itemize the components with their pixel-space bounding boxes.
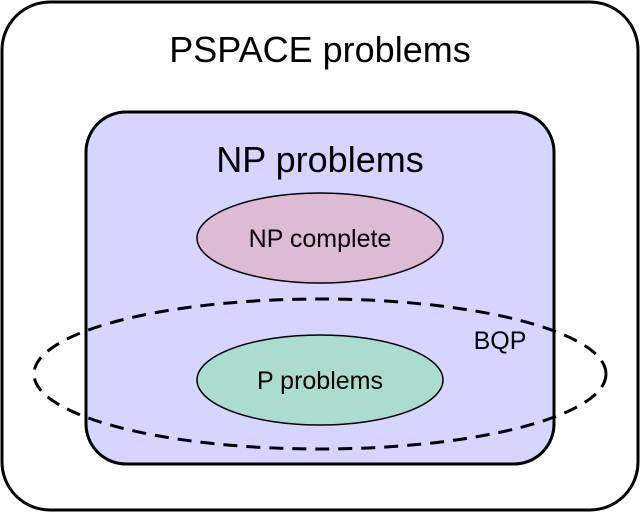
bqp-region: [32, 297, 608, 451]
np-complete-label: NP complete: [249, 225, 392, 253]
np-label: NP problems: [216, 139, 423, 180]
p-label: P problems: [257, 367, 383, 395]
bqp-label: BQP: [474, 327, 527, 355]
pspace-label: PSPACE problems: [169, 29, 470, 70]
p-region: [196, 334, 444, 426]
np-complete-region: [196, 192, 444, 284]
